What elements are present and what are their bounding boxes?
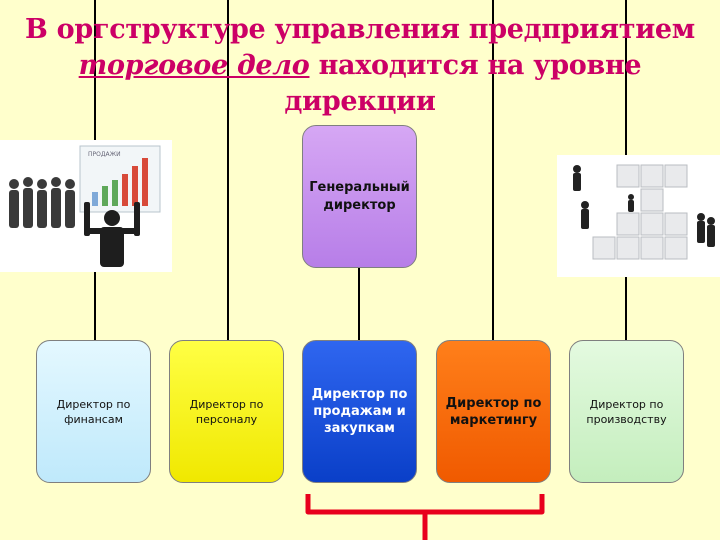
- puzzle-teamwork-icon: [557, 155, 720, 277]
- ceo-label: Генеральный директор: [309, 179, 410, 213]
- director-sales-box: Директор по продажам и закупкам: [302, 340, 417, 483]
- director-personnel-label: Директор по персоналу: [189, 397, 264, 426]
- title-line-2-rest: находится на уровне: [309, 50, 642, 81]
- director-sales-label: Директор по продажам и закупкам: [311, 387, 408, 436]
- director-finance-label: Директор по финансам: [56, 397, 131, 426]
- director-personnel-box: Директор по персоналу: [169, 340, 284, 483]
- business-team-chart-icon: ПРОДАЖИ: [0, 140, 172, 272]
- slide-title: В оргструктуре управления предприятием т…: [20, 12, 700, 120]
- title-line-2: торговое дело находится на уровне: [20, 48, 700, 84]
- title-line-3: дирекции: [284, 86, 436, 117]
- director-production-box: Директор по производству: [569, 340, 684, 483]
- director-marketing-label: Директор по маркетингу: [445, 395, 542, 428]
- title-emphasis: торговое дело: [78, 50, 310, 81]
- title-line-1: В оргструктуре управления предприятием: [25, 14, 695, 45]
- director-marketing-box: Директор по маркетингу: [436, 340, 551, 483]
- director-finance-box: Директор по финансам: [36, 340, 151, 483]
- chart-caption: ПРОДАЖИ: [88, 151, 121, 158]
- director-production-label: Директор по производству: [586, 397, 667, 426]
- ceo-box: Генеральный директор: [302, 125, 417, 268]
